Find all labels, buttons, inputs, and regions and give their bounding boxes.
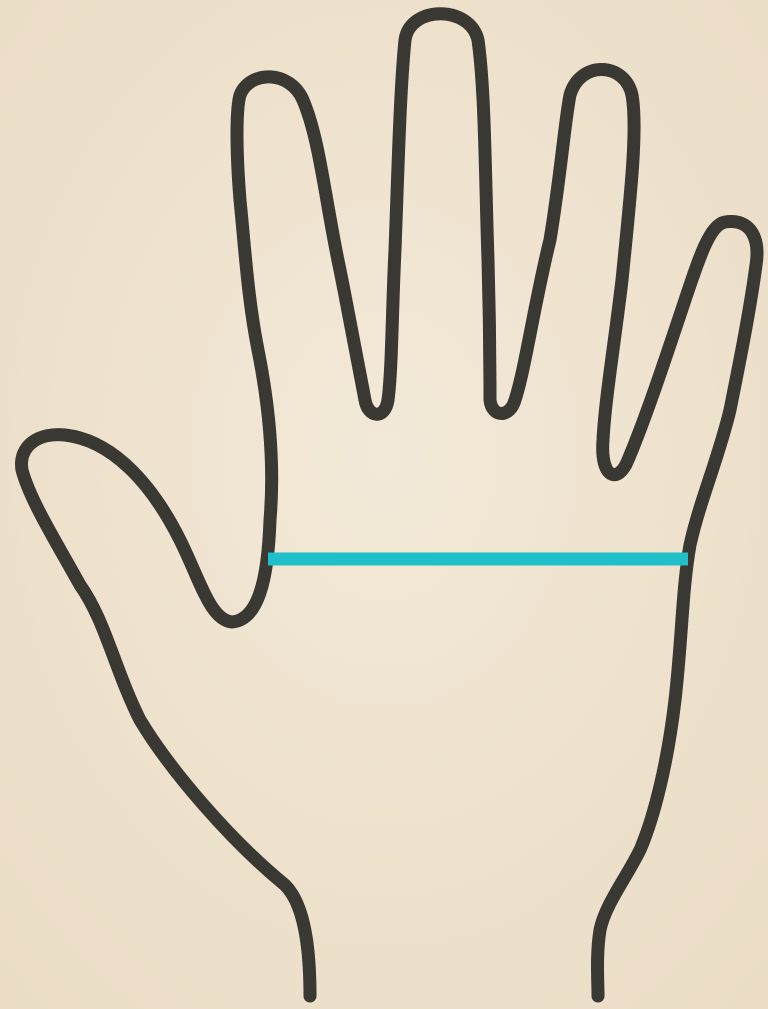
hand-measurement-diagram <box>0 0 768 1009</box>
paper-background <box>0 0 768 1009</box>
